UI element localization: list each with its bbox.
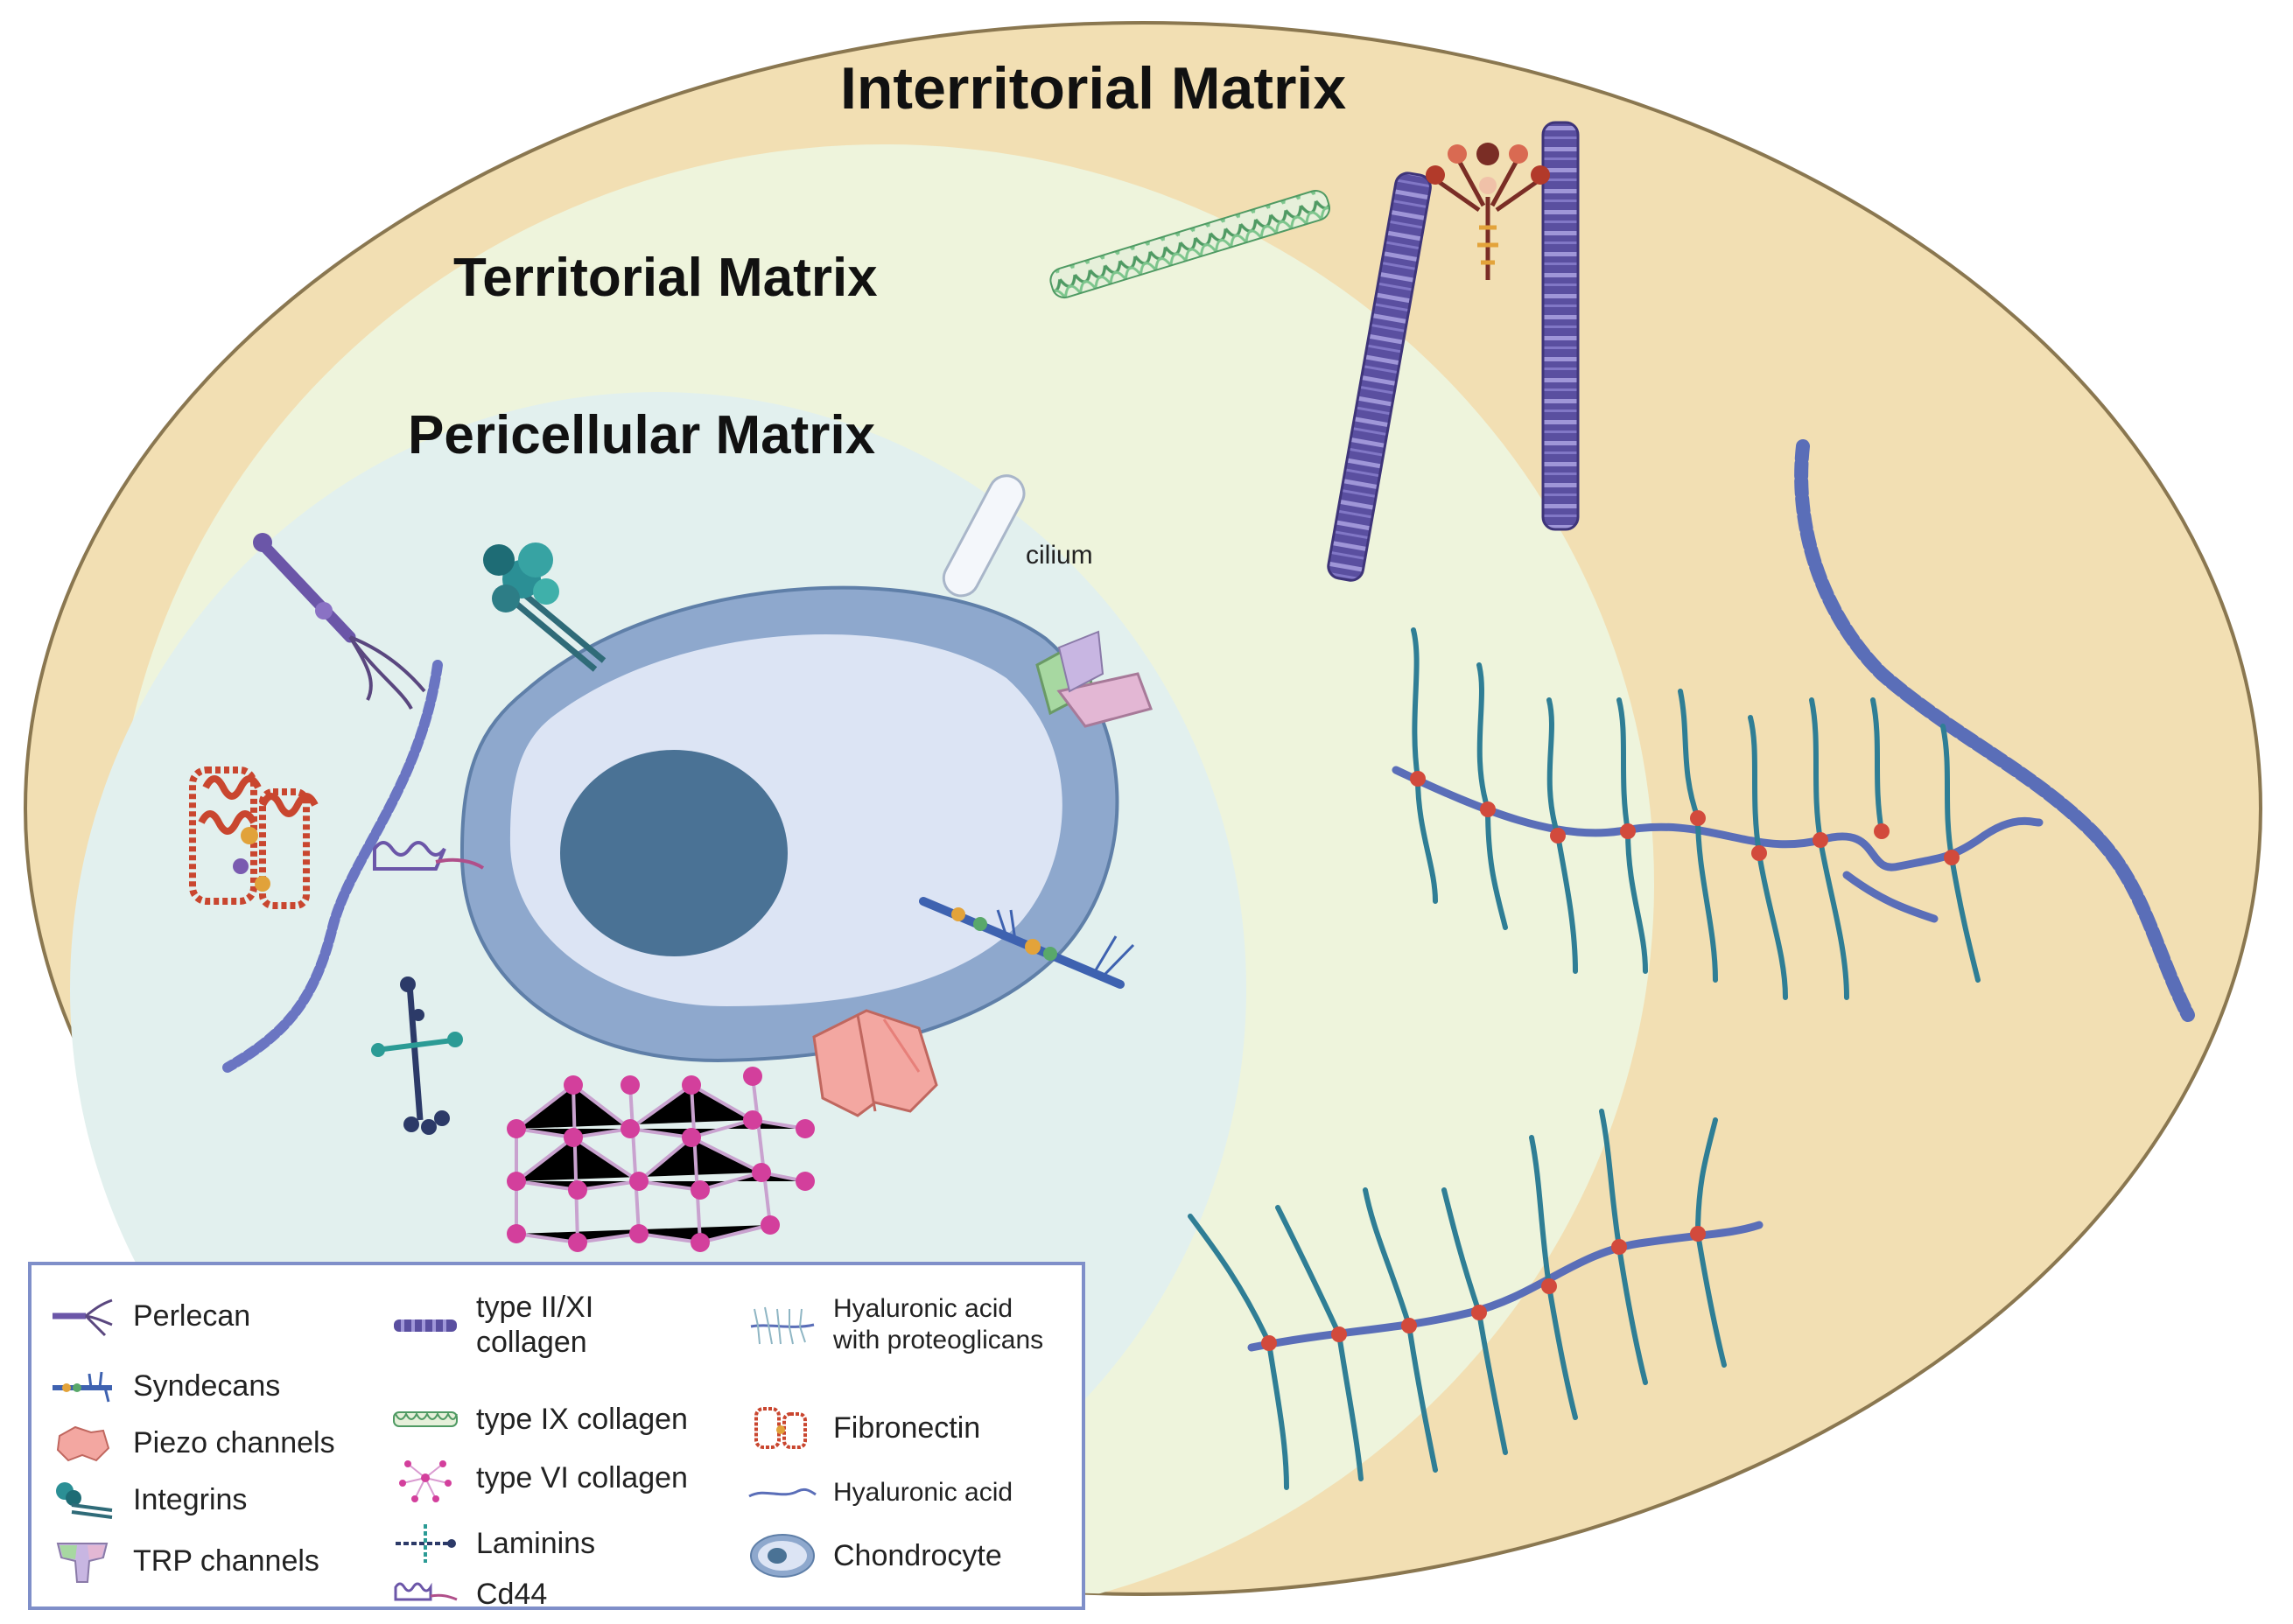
- hyaluronic-acid-chain-right: [1794, 439, 2195, 1022]
- cilium-label: cilium: [1026, 541, 1093, 570]
- helix-collagen-icon: [393, 1411, 458, 1427]
- type-vi-collagen-network: [507, 1067, 815, 1252]
- trp-channel: [1035, 630, 1153, 728]
- hyaluronic-acid-icon: [748, 1488, 817, 1498]
- legend-label-type-ix-collagen: type IX collagen: [476, 1403, 688, 1436]
- legend-label-perlecan: Perlecan: [133, 1299, 251, 1333]
- legend-label-laminins: Laminins: [476, 1527, 596, 1560]
- collagen-fibril-icon: [394, 1320, 457, 1332]
- legend-item-trp-channels: TRP channels: [47, 1536, 319, 1586]
- legend-item-type-vi-collagen: type VI collagen: [390, 1453, 688, 1502]
- cilium: [942, 474, 1026, 598]
- cd44-icon: [394, 1582, 458, 1601]
- legend-label-integrins: Integrins: [133, 1483, 248, 1516]
- proteoglycan-aggregate-2: [1188, 1109, 1764, 1490]
- hyaluronic-acid-chain-left: [222, 660, 443, 1073]
- legend-label-chondrocyte: Chondrocyte: [833, 1539, 1002, 1572]
- proteoglycan-bundle: [1426, 143, 1550, 280]
- perlecan-icon: [53, 1298, 113, 1337]
- legend-item-perlecan: Perlecan: [47, 1292, 250, 1340]
- legend: Perlecan Syndecans Piezo channels Integr…: [28, 1262, 1085, 1611]
- legend-item-hyaluronic-acid: Hyaluronic acid: [747, 1468, 1013, 1517]
- fibronectin-cluster: [189, 766, 319, 909]
- chondrocyte-cell: [459, 585, 1119, 1063]
- legend-label-hyaluronic-acid: Hyaluronic acid: [833, 1478, 1013, 1507]
- territorial-matrix-title: Territorial Matrix: [453, 248, 878, 308]
- type-ii-xi-collagen-fibril-1: [1327, 172, 1432, 582]
- legend-item-type-ii-xi-collagen: type II/XI collagen: [390, 1290, 593, 1360]
- legend-item-laminins: Laminins: [390, 1519, 595, 1568]
- proteoglycan-aggregate-icon: [750, 1306, 815, 1345]
- syndecan-icon: [53, 1371, 112, 1403]
- syndecan: [919, 897, 1135, 989]
- cd44: [373, 841, 485, 871]
- type-ii-xi-collagen-fibril-2: [1541, 121, 1580, 531]
- legend-item-piezo-channels: Piezo channels: [47, 1418, 335, 1467]
- legend-label-type-ii-xi-collagen: type II/XI collagen: [476, 1291, 594, 1359]
- collagen-vi-icon: [399, 1460, 452, 1502]
- piezo-channel-icon: [56, 1425, 110, 1462]
- legend-item-chondrocyte: Chondrocyte: [747, 1531, 1002, 1580]
- trp-channel-icon: [56, 1543, 109, 1583]
- legend-label-hyaluronic-acid-with-proteoglicans: Hyaluronic acid with proteoglicans: [833, 1294, 1044, 1354]
- legend-item-type-ix-collagen: type IX collagen: [390, 1395, 688, 1444]
- legend-label-fibronectin: Fibronectin: [833, 1411, 981, 1445]
- laminin: [371, 976, 463, 1135]
- interterritorial-matrix-title: Interritorial Matrix: [840, 55, 1347, 122]
- laminin-icon: [396, 1524, 456, 1563]
- legend-item-hyaluronic-acid-with-proteoglicans: Hyaluronic acid with proteoglicans: [747, 1293, 1043, 1356]
- legend-label-trp-channels: TRP channels: [133, 1544, 319, 1578]
- legend-label-syndecans: Syndecans: [133, 1369, 281, 1403]
- perlecan: [253, 533, 426, 710]
- legend-label-type-vi-collagen: type VI collagen: [476, 1461, 688, 1494]
- legend-label-cd44: Cd44: [476, 1578, 548, 1611]
- integrin-receptor: [483, 542, 607, 672]
- nucleus: [560, 750, 788, 956]
- legend-item-syndecans: Syndecans: [47, 1362, 280, 1410]
- fibronectin-icon: [754, 1407, 807, 1449]
- type-ix-collagen: [1049, 190, 1330, 299]
- chondrocyte-icon: [750, 1534, 815, 1578]
- legend-item-integrins: Integrins: [47, 1475, 247, 1524]
- pericellular-matrix-title: Pericellular Matrix: [408, 405, 876, 466]
- proteoglycan-aggregate-1: [1392, 627, 2044, 1000]
- legend-label-piezo-channels: Piezo channels: [133, 1426, 335, 1460]
- legend-item-cd44: Cd44: [390, 1570, 547, 1619]
- integrin-icon: [56, 1482, 113, 1519]
- piezo-channel: [812, 1009, 938, 1117]
- legend-item-fibronectin: Fibronectin: [747, 1404, 980, 1452]
